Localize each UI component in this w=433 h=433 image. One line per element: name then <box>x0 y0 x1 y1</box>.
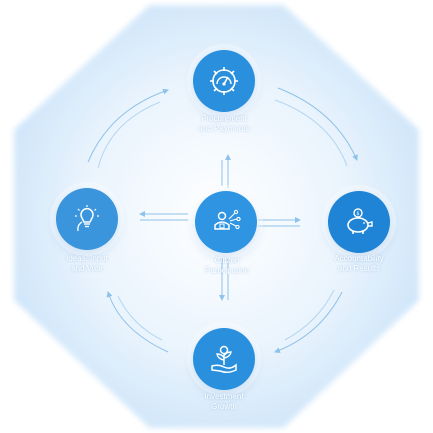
lightbulb-icon <box>75 205 99 232</box>
gear-gauge-icon <box>210 67 238 95</box>
node-citizen-participation <box>195 191 257 253</box>
arrow-left-to-top <box>87 88 169 163</box>
label-citizen-participation: Citizen Participation <box>204 256 250 275</box>
node-accountability: $ <box>328 191 390 253</box>
node-procurement <box>193 50 255 112</box>
arrow-top-to-left <box>97 101 161 169</box>
label-investment: Investment Growth <box>204 392 244 411</box>
arrow-left-to-bottom <box>117 295 163 341</box>
arrow-top-to-right <box>277 87 358 161</box>
svg-text:$: $ <box>356 211 359 217</box>
plant-hand-icon <box>211 345 237 374</box>
label-procurement: Procurement and Payments <box>198 114 250 133</box>
arrow-right-to-top <box>274 99 348 167</box>
piggy-bank-icon: $ <box>347 208 373 234</box>
arrow-bottom-to-left <box>106 291 169 353</box>
arrow-bottom-to-right <box>284 289 335 341</box>
node-ideas <box>56 188 118 250</box>
people-network-icon <box>214 209 241 230</box>
label-accountability: Accountability and Results <box>334 254 384 273</box>
node-investment <box>193 328 255 390</box>
arrow-right-to-bottom <box>274 291 343 354</box>
label-ideas: Ideas, Input and Vote <box>66 254 108 273</box>
